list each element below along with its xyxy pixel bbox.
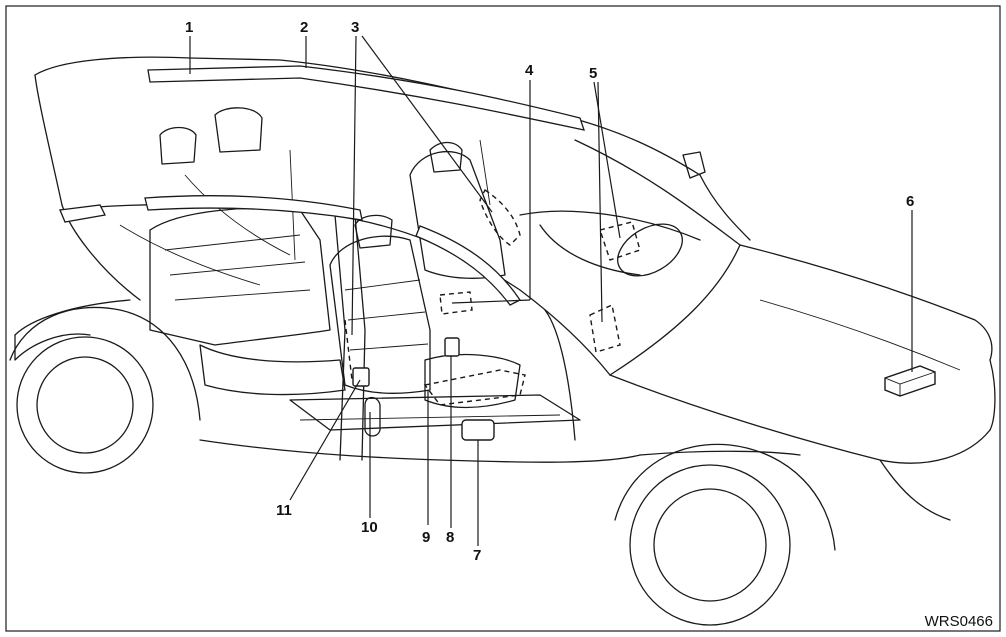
rear-wheel: [16, 336, 154, 474]
car-body: [9, 56, 996, 626]
callout-8: 8: [446, 529, 454, 546]
side-airbag-dashed: [479, 188, 521, 246]
callout-11: 11: [276, 502, 292, 519]
callout-labels: 1 2 3 4 5 6 7 8 9 10 11: [185, 19, 914, 564]
curtain-airbag-rail-near: [144, 194, 363, 221]
callout-4: 4: [525, 62, 534, 79]
dashed-component-areas: [344, 188, 641, 406]
frame-border: [5, 5, 1001, 632]
callout-7: 7: [473, 547, 481, 564]
leader-lines: [189, 35, 913, 546]
front-wheel: [629, 464, 791, 626]
callout-6: 6: [906, 193, 914, 210]
curtain-airbag-rail-far: [147, 65, 585, 131]
sensor-unit-dashed: [423, 369, 526, 406]
callout-2: 2: [300, 19, 308, 36]
steering-wheel: [617, 223, 683, 277]
pretensioner: [352, 367, 370, 387]
curtain-airbag-rails: [59, 65, 585, 306]
buckle-sensor: [444, 337, 460, 357]
figure-code: WRS0466: [925, 613, 993, 630]
component-boxes: [352, 337, 936, 441]
callout-3: 3: [351, 19, 359, 36]
interior: [119, 107, 701, 461]
callout-1: 1: [185, 19, 193, 36]
passenger-airbag-dashed: [589, 303, 621, 353]
callout-5: 5: [589, 65, 597, 82]
callout-10: 10: [361, 519, 378, 536]
control-unit: [461, 419, 495, 441]
callout-9: 9: [422, 529, 430, 546]
driver-airbag-dashed: [599, 221, 641, 261]
